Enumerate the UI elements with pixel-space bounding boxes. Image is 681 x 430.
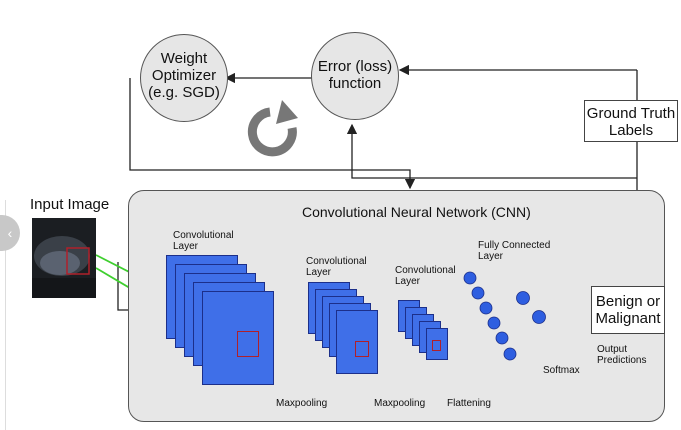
- cnn-title: Convolutional Neural Network (CNN): [302, 204, 531, 220]
- conv1-label: Convolutional Layer: [173, 230, 234, 252]
- conv3-label: Convolutional Layer: [395, 265, 456, 287]
- conv2-feature-map-front: [336, 310, 378, 374]
- conv1-line1: Convolutional: [173, 230, 234, 241]
- output-line2: Malignant: [595, 310, 661, 327]
- flattening-label: Flattening: [447, 398, 491, 409]
- ground-truth-line2: Labels: [608, 122, 654, 139]
- conv3-line1: Convolutional: [395, 265, 456, 276]
- cycle-arrow-icon: [247, 107, 297, 157]
- arrow-optimizer-to-cnn: [129, 78, 416, 190]
- conv2-roi-box: [355, 341, 369, 357]
- conv1-roi-box: [237, 331, 259, 357]
- output-predictions-line1: Output: [597, 344, 628, 355]
- softmax-label: Softmax: [543, 365, 580, 376]
- fc-line1: Fully Connected: [478, 240, 551, 251]
- output-box: Benign or Malignant: [591, 286, 665, 334]
- input-image: [32, 218, 96, 298]
- conv1-line2: Layer: [173, 241, 199, 252]
- error-function-label: Error (loss) function: [311, 58, 399, 92]
- weight-optimizer-line2: Optimizer: [151, 67, 217, 84]
- output-predictions-line2: Predictions: [597, 355, 647, 366]
- weight-optimizer-node: [140, 34, 228, 122]
- prev-button[interactable]: ‹: [0, 215, 20, 251]
- maxpool2-label: Maxpooling: [374, 398, 426, 409]
- ground-truth-box: Ground Truth Labels: [584, 100, 678, 142]
- conv2-line1: Convolutional: [306, 256, 367, 267]
- error-function-line1: Error (loss): [317, 58, 393, 75]
- conv3-feature-map-front: [426, 328, 448, 360]
- weight-optimizer-line1: Weight: [160, 50, 208, 67]
- line-input-into-cnn: [117, 262, 130, 311]
- conv3-roi-box: [432, 340, 441, 351]
- conv3-line2: Layer: [395, 276, 421, 287]
- conv1-feature-map-front: [202, 291, 274, 385]
- error-function-node: [311, 32, 399, 120]
- ground-truth-line1: Ground Truth: [586, 105, 676, 122]
- conv2-label: Convolutional Layer: [306, 256, 367, 278]
- page-edge: [5, 200, 6, 430]
- conv2-line2: Layer: [306, 267, 332, 278]
- weight-optimizer-label: Weight Optimizer (e.g. SGD): [140, 50, 228, 101]
- output-predictions-label: Output Predictions: [597, 344, 646, 366]
- input-image-label: Input Image: [30, 196, 110, 213]
- output-line1: Benign or: [595, 293, 661, 310]
- weight-optimizer-line3: (e.g. SGD): [148, 84, 220, 101]
- fc-label: Fully Connected Layer: [478, 240, 550, 262]
- arrow-output-to-error: [346, 123, 637, 179]
- error-function-line2: function: [328, 75, 382, 92]
- ultrasound-image: [32, 236, 96, 298]
- fc-line2: Layer: [478, 251, 504, 262]
- maxpool1-label: Maxpooling: [276, 398, 328, 409]
